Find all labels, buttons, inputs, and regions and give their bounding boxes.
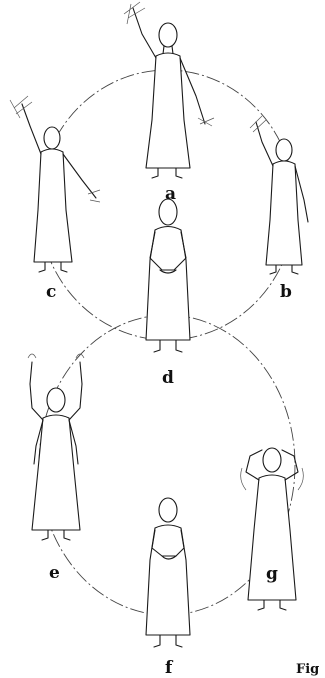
label-b: b <box>280 284 292 301</box>
figure-d <box>146 199 190 352</box>
figure-e <box>28 354 84 540</box>
figure-c <box>10 96 100 272</box>
figure-caption: Fig <box>296 662 319 677</box>
label-d: d <box>162 370 174 387</box>
figure-a <box>124 2 214 178</box>
label-f: f <box>165 660 172 677</box>
label-c: c <box>46 284 56 301</box>
label-g: g <box>266 566 278 583</box>
label-a: a <box>165 186 176 203</box>
label-e: e <box>49 565 60 582</box>
figure-f <box>146 498 190 647</box>
figure-g <box>241 448 304 610</box>
